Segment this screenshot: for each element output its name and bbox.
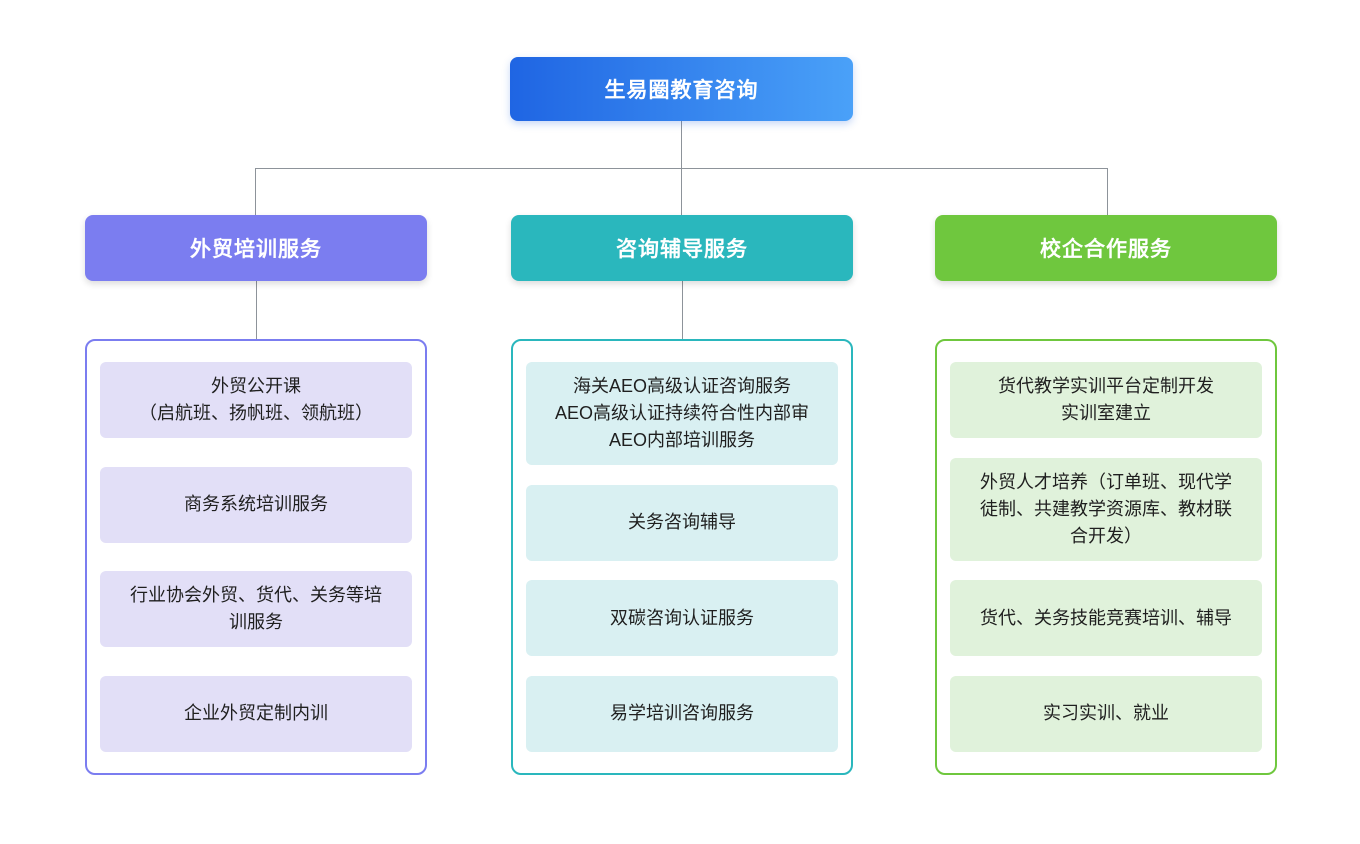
root-node-label: 生易圈教育咨询 (604, 79, 759, 102)
tree-node: 外贸公开课 （启航班、扬帆班、领航班） (100, 362, 412, 438)
connector-stem-trade-training (256, 281, 257, 339)
connector-root-drop (681, 121, 682, 168)
connector-drop-trade-training (255, 168, 256, 216)
tree-node: 关务咨询辅导 (526, 484, 838, 561)
branch-container-consulting: 海关AEO高级认证咨询服务 AEO高级认证持续符合性内部审 AEO内部培训服务 … (511, 339, 853, 775)
tree-node: 双碳咨询认证服务 (526, 580, 838, 657)
branch-header-label: 校企合作服务 (1040, 238, 1172, 261)
tree-node: 海关AEO高级认证咨询服务 AEO高级认证持续符合性内部审 AEO内部培训服务 (526, 362, 838, 465)
connector-drop-consulting (681, 168, 682, 216)
branch-header-label: 外贸培训服务 (190, 238, 322, 261)
tree-node: 外贸人才培养（订单班、现代学徒制、共建教学资源库、教材联合开发） (950, 457, 1262, 561)
branch-header-consulting: 咨询辅导服务 (511, 215, 853, 281)
connector-stem-consulting (682, 281, 683, 339)
connector-drop-school-enterprise (1107, 168, 1108, 216)
branch-header-label: 咨询辅导服务 (616, 238, 748, 261)
tree-node: 易学培训咨询服务 (526, 675, 838, 752)
branch-header-trade-training: 外贸培训服务 (85, 215, 427, 281)
root-node: 生易圈教育咨询 (510, 57, 853, 121)
branch-header-school-enterprise: 校企合作服务 (935, 215, 1277, 281)
tree-node: 企业外贸定制内训 (100, 675, 412, 752)
tree-node: 实习实训、就业 (950, 675, 1262, 752)
branch-container-trade-training: 外贸公开课 （启航班、扬帆班、领航班） 商务系统培训服务 行业协会外贸、货代、关… (85, 339, 427, 775)
branch-container-school-enterprise: 货代教学实训平台定制开发 实训室建立 外贸人才培养（订单班、现代学徒制、共建教学… (935, 339, 1277, 775)
tree-node: 货代教学实训平台定制开发 实训室建立 (950, 362, 1262, 438)
tree-node: 商务系统培训服务 (100, 466, 412, 543)
tree-node: 货代、关务技能竞赛培训、辅导 (950, 580, 1262, 657)
tree-node: 行业协会外贸、货代、关务等培训服务 (100, 571, 412, 648)
